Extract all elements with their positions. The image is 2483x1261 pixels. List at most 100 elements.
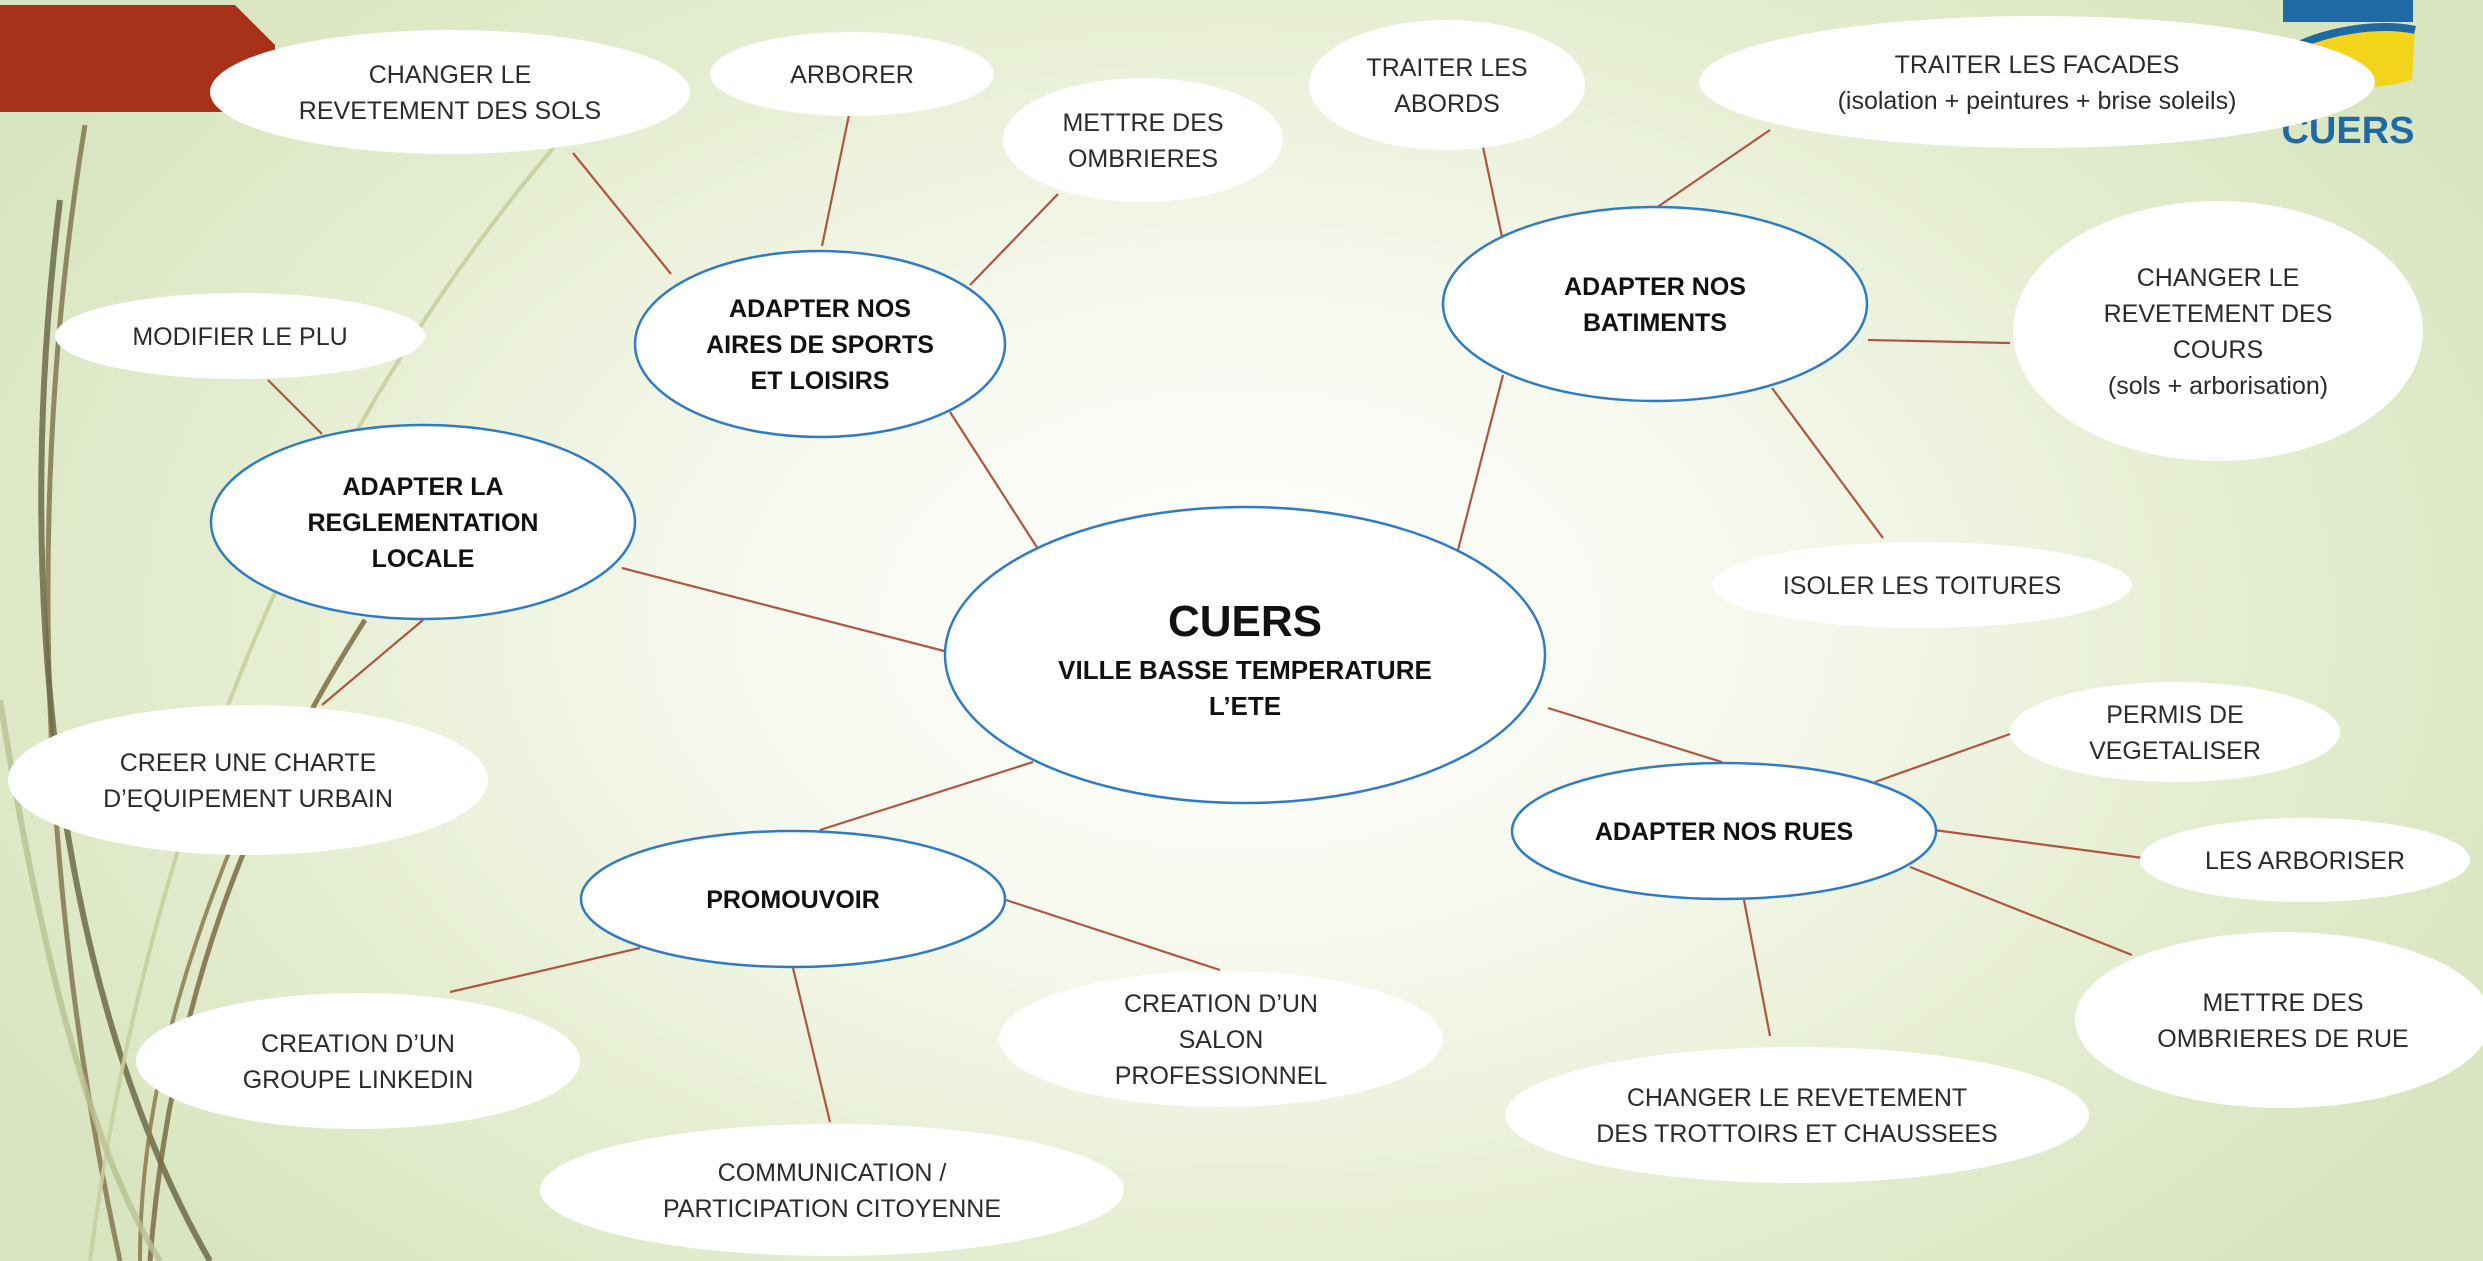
connector-line <box>1655 129 1771 209</box>
leaf-label: CHANGER LE <box>2137 264 2300 292</box>
leaf-label: OMBRIERES <box>1068 145 1218 173</box>
leaf-label: LES ARBORISER <box>2205 847 2405 875</box>
category-label: REGLEMENTATION <box>307 509 538 537</box>
connector-line <box>1909 865 2133 957</box>
leaf-ellipse <box>1712 542 2132 628</box>
leaf-ellipse <box>55 293 425 379</box>
center-node: CUERS VILLE BASSE TEMPERATURE L’ETE <box>943 505 1547 805</box>
connector-line <box>1933 828 2144 860</box>
leaf-ellipse <box>210 30 690 154</box>
leaf-label: (isolation + peintures + brise soleils) <box>1838 87 2237 115</box>
category-label: BATIMENTS <box>1583 309 1727 337</box>
connector-line <box>1867 338 2011 345</box>
category-label: ADAPTER LA <box>342 473 503 501</box>
leaf-node-plu: MODIFIER LE PLU <box>55 293 425 379</box>
leaf-node-charte: CREER UNE CHARTE D’EQUIPEMENT URBAIN <box>8 705 488 855</box>
leaf-label: CHANGER LE <box>369 61 532 89</box>
leaf-label: CREER UNE CHARTE <box>120 749 377 777</box>
leaf-node-permis: PERMIS DE VEGETALISER <box>2010 682 2340 782</box>
leaf-ellipse <box>1699 16 2375 148</box>
leaf-ellipse <box>710 32 994 116</box>
decorative-curve <box>88 138 562 1261</box>
leaf-label: ABORDS <box>1394 90 1500 118</box>
connector-line <box>1005 898 1221 972</box>
category-label: ET LOISIRS <box>751 367 890 395</box>
category-label: ADAPTER NOS <box>729 295 911 323</box>
connector-line <box>267 379 323 435</box>
category-node-sports: ADAPTER NOS AIRES DE SPORTS ET LOISIRS <box>633 249 1007 439</box>
connector-line <box>819 760 1034 832</box>
category-label: LOCALE <box>372 545 475 573</box>
leaf-ellipse <box>1505 1047 2089 1183</box>
connector-line <box>791 967 832 1123</box>
connector-line <box>449 946 641 994</box>
leaf-label: CHANGER LE REVETEMENT <box>1627 1084 1967 1112</box>
red-banner <box>0 5 275 112</box>
leaf-label: METTRE DES <box>1062 109 1223 137</box>
leaf-label: METTRE DES <box>2202 989 2363 1017</box>
leaf-label: VEGETALISER <box>2089 737 2261 765</box>
leaf-label: REVETEMENT DES <box>2104 300 2333 328</box>
leaf-label: CREATION D’UN <box>261 1030 455 1058</box>
leaf-label: MODIFIER LE PLU <box>132 323 347 351</box>
category-ellipse <box>209 423 637 621</box>
connector-line <box>1456 374 1505 551</box>
leaf-ellipse <box>2075 932 2483 1108</box>
category-ellipse <box>1510 761 1938 901</box>
category-node-rues: ADAPTER NOS RUES <box>1510 761 1938 901</box>
connector-line <box>1771 387 1884 539</box>
leaf-label: SALON <box>1179 1026 1264 1054</box>
leaf-node-facades: TRAITER LES FACADES (isolation + peinture… <box>1699 16 2375 148</box>
connector-line <box>820 109 852 247</box>
decorative-curve <box>45 124 123 1261</box>
leaf-label: PERMIS DE <box>2106 701 2244 729</box>
leaf-label: COMMUNICATION / <box>718 1159 947 1187</box>
connector-line <box>1547 706 1723 764</box>
leaf-label: TRAITER LES FACADES <box>1895 51 2180 79</box>
category-node-reglementation: ADAPTER LA REGLEMENTATION LOCALE <box>209 423 637 621</box>
connector-line <box>621 566 949 654</box>
leaf-ellipse <box>999 971 1443 1107</box>
leaf-ellipse <box>8 705 488 855</box>
center-title: CUERS <box>1168 597 1322 646</box>
decorative-curve <box>0 699 163 1261</box>
leaf-ellipse <box>136 993 580 1129</box>
leaf-label: CREATION D’UN <box>1124 990 1318 1018</box>
leaf-ellipse <box>1003 78 1283 202</box>
category-label: AIRES DE SPORTS <box>706 331 934 359</box>
center-ellipse <box>943 505 1547 805</box>
center-subtitle: VILLE BASSE TEMPERATURE <box>1058 655 1432 685</box>
category-label: ADAPTER NOS RUES <box>1595 818 1853 846</box>
leaf-node-toitures: ISOLER LES TOITURES <box>1712 542 2132 628</box>
leaf-ellipse <box>2010 682 2340 782</box>
leaf-node-ombrieres: METTRE DES OMBRIERES <box>1003 78 1283 202</box>
leaf-ellipse <box>2013 201 2423 461</box>
connector-lines <box>267 109 2144 1123</box>
leaf-label: PARTICIPATION CITOYENNE <box>663 1195 1001 1223</box>
connector-line <box>1481 146 1504 238</box>
leaf-ellipse <box>1309 20 1585 150</box>
category-ellipse <box>1441 205 1869 403</box>
center-subtitle: L’ETE <box>1209 691 1281 721</box>
leaf-label: TRAITER LES <box>1366 54 1527 82</box>
leaf-label: GROUPE LINKEDIN <box>243 1066 474 1094</box>
leaf-ellipse <box>540 1124 1124 1256</box>
connector-line <box>969 193 1059 286</box>
category-node-promouvoir: PROMOUVOIR <box>579 829 1007 969</box>
leaf-node-arborer: ARBORER <box>710 32 994 116</box>
leaf-label: ISOLER LES TOITURES <box>1783 572 2061 600</box>
leaf-node-arboriser: LES ARBORISER <box>2140 818 2470 902</box>
leaf-label: COURS <box>2173 336 2263 364</box>
leaf-node-abords: TRAITER LES ABORDS <box>1309 20 1585 150</box>
category-label: PROMOUVOIR <box>706 886 880 914</box>
category-ellipse <box>579 829 1007 969</box>
leaf-label: D’EQUIPEMENT URBAIN <box>103 785 393 813</box>
nodes: CUERS VILLE BASSE TEMPERATURE L’ETE ADAPTER… <box>8 16 2483 1256</box>
